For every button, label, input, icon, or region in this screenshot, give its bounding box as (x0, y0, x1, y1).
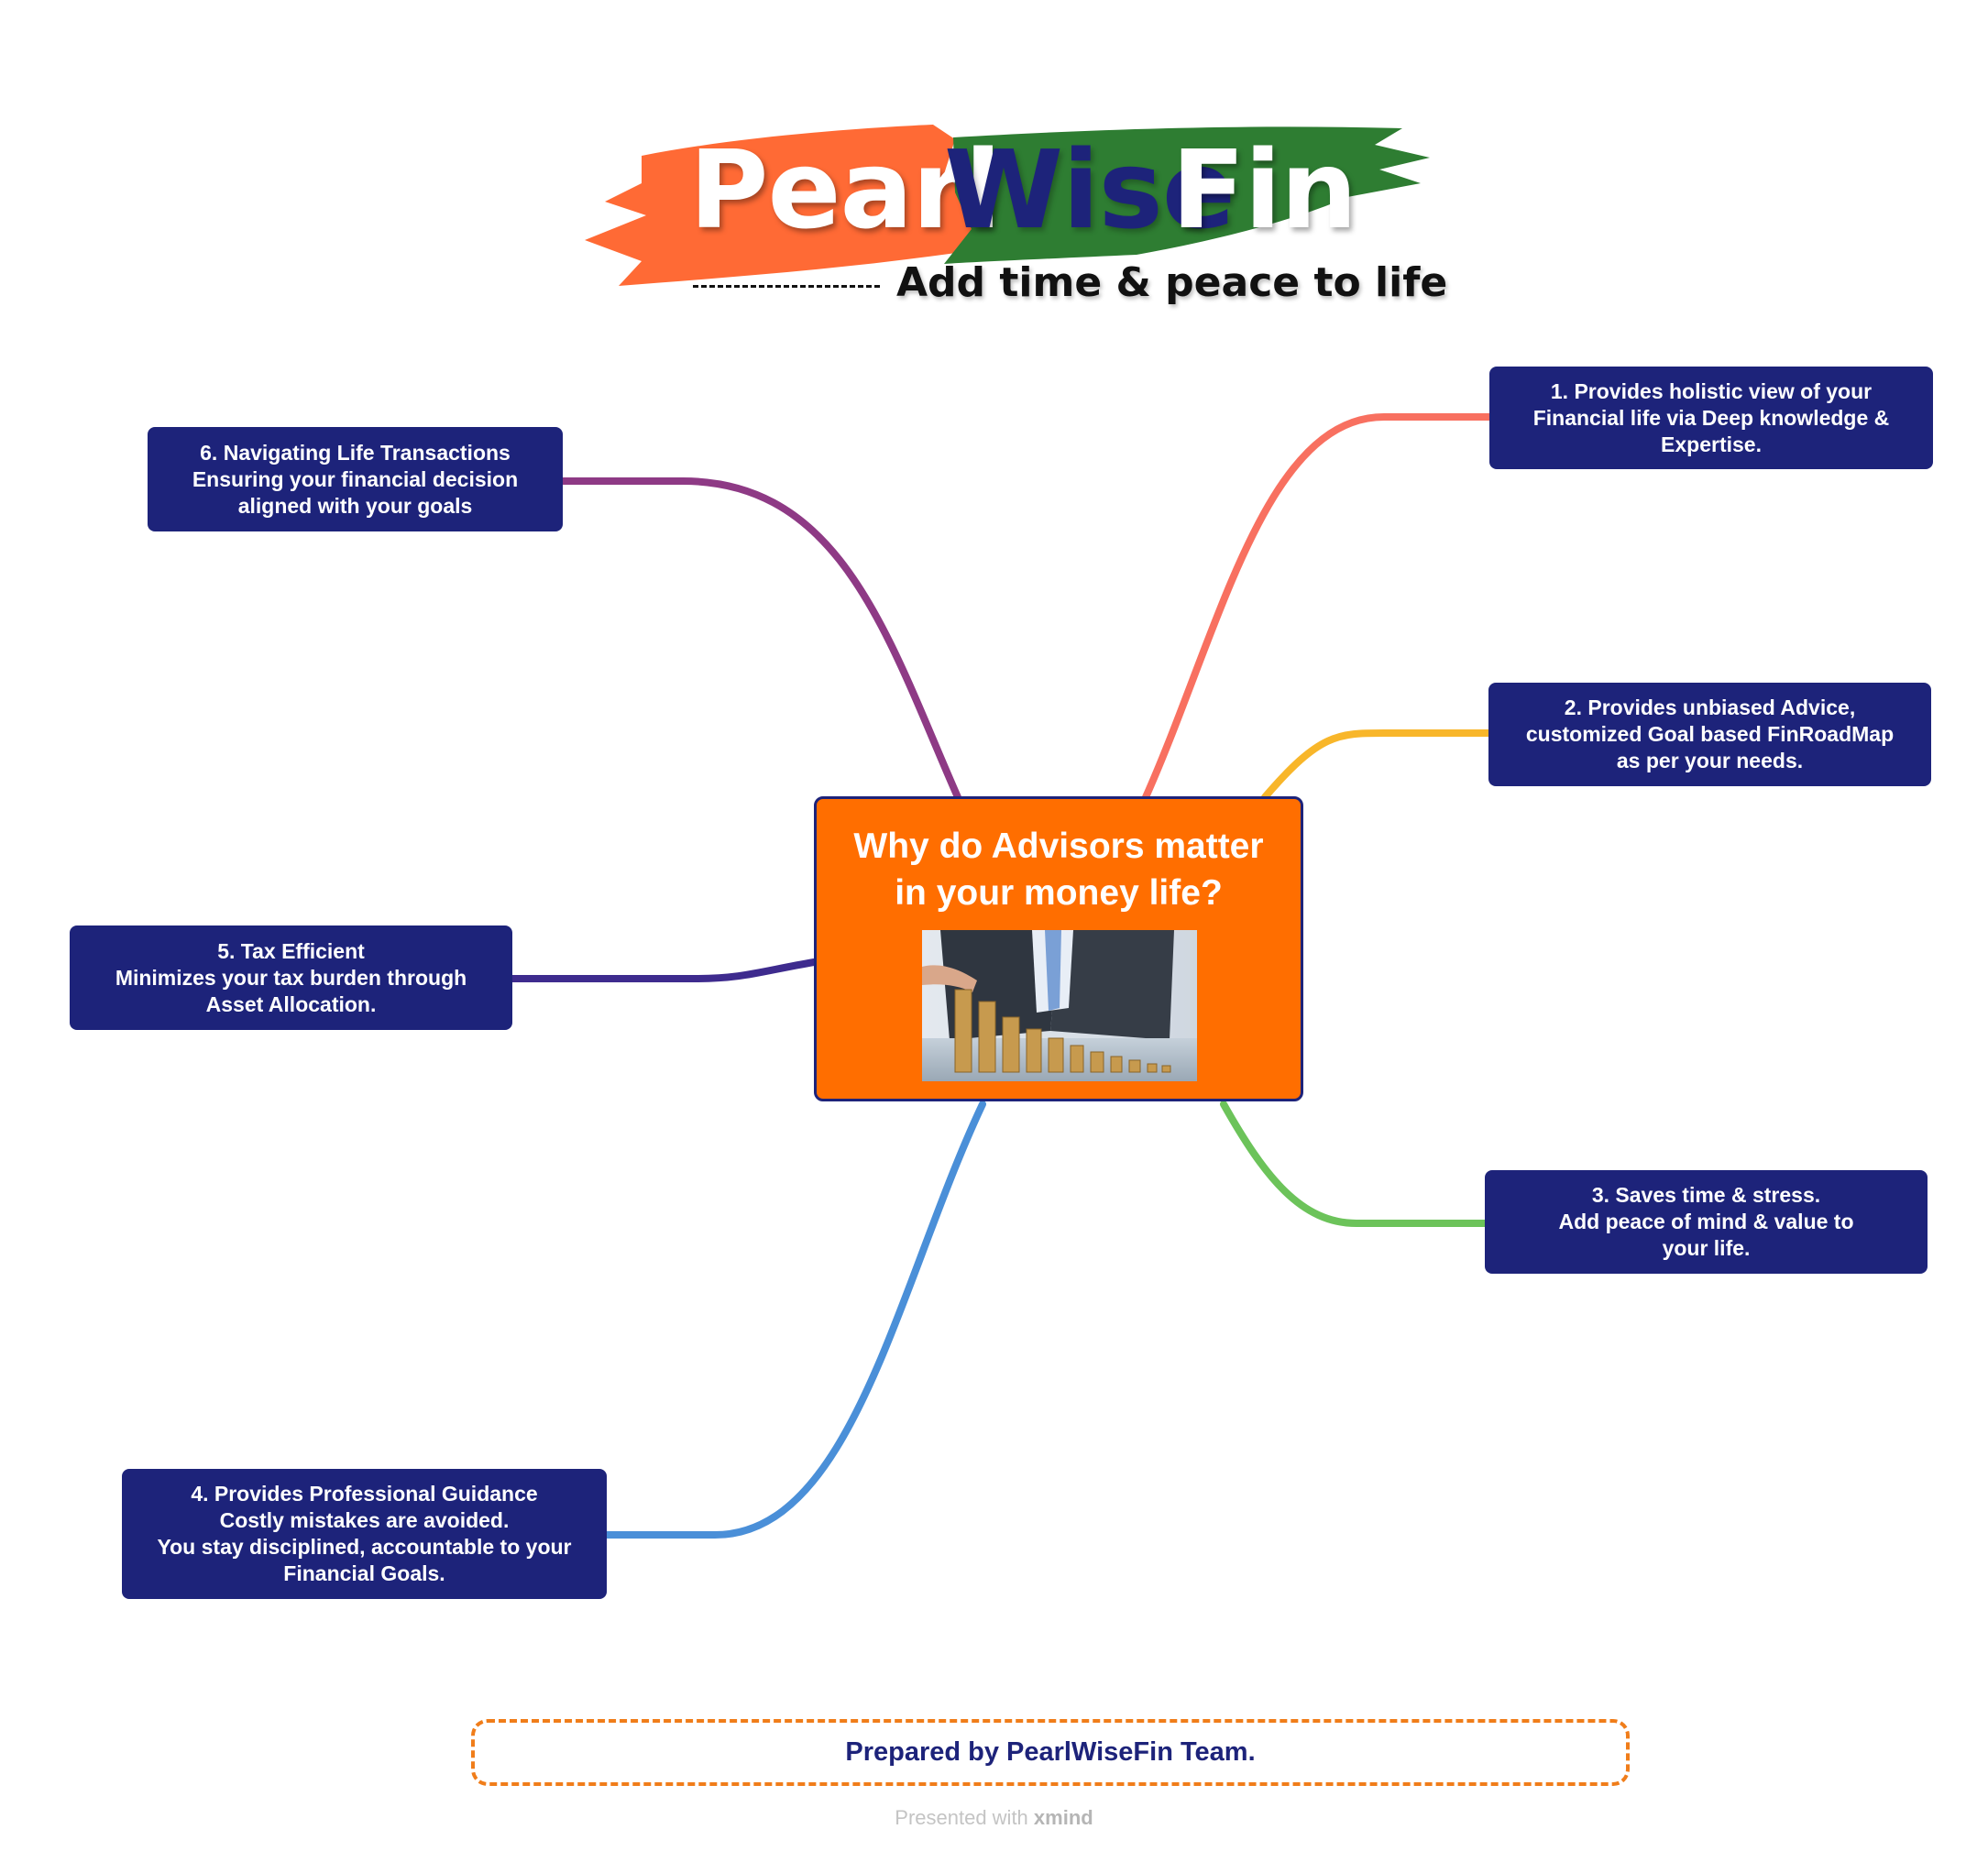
branch-line-1 (1142, 413, 1493, 801)
brand-word-pearl: Pearl (689, 126, 1002, 253)
branch-line-2 (1261, 729, 1492, 801)
tagline-dash-rule (693, 285, 880, 288)
topic-line: Expertise. (1661, 432, 1762, 456)
topic-line: 6. Navigating Life Transactions (200, 440, 511, 465)
topic-line: Financial life via Deep knowledge & (1532, 405, 1890, 430)
topic-line: 1. Provides holistic view of your (1550, 378, 1873, 403)
topic-line: Financial Goals. (283, 1561, 445, 1585)
brand-word-wise: Wise (944, 126, 1236, 253)
topic-line: 5. Tax Efficient (217, 938, 365, 963)
topic-1-holistic-view[interactable]: 1. Provides holistic view of your Financ… (1489, 367, 1933, 469)
xmind-logo-text[interactable]: xmind (1033, 1806, 1093, 1829)
central-title-line: Why do Advisors matter (853, 827, 1264, 866)
branch-line-4 (603, 1101, 986, 1539)
topic-line: 3. Saves time & stress. (1591, 1183, 1821, 1207)
topic-line: 4. Provides Professional Guidance (191, 1482, 538, 1506)
central-topic[interactable]: Why do Advisors matter in your money lif… (814, 796, 1303, 1101)
topic-line: Minimizes your tax burden through (115, 965, 467, 990)
branch-line-6 (557, 477, 961, 801)
branch-line-5 (508, 958, 818, 982)
topic-3-saves-time[interactable]: 3. Saves time & stress. Add peace of min… (1485, 1170, 1928, 1274)
businessman-stacking-coins-image (922, 930, 1197, 1081)
topic-line: as per your needs. (1616, 749, 1804, 772)
branch-line-3 (1220, 1101, 1488, 1227)
topic-line: Add peace of mind & value to (1558, 1210, 1854, 1233)
topic-line: your life. (1662, 1236, 1751, 1260)
topic-line: customized Goal based FinRoadMap (1525, 722, 1895, 746)
topic-line: Costly mistakes are avoided. (219, 1508, 510, 1532)
topic-line: Asset Allocation. (205, 991, 377, 1016)
topic-line: aligned with your goals (237, 493, 473, 518)
footer-text: Prepared by PearlWiseFin Team. (845, 1737, 1256, 1767)
topic-5-tax-efficient[interactable]: 5. Tax Efficient Minimizes your tax burd… (70, 926, 512, 1030)
topic-line: You stay disciplined, accountable to you… (157, 1535, 572, 1559)
central-topic-title: Why do Advisors matter in your money lif… (817, 823, 1301, 916)
topic-2-unbiased-advice[interactable]: 2. Provides unbiased Advice, customized … (1488, 683, 1931, 786)
credit-prefix: Presented with (895, 1806, 1028, 1829)
presented-with-credit: Presented with xmind (0, 1806, 1988, 1830)
topic-4-professional-guidance[interactable]: 4. Provides Professional Guidance Costly… (122, 1469, 607, 1599)
topic-6-life-transactions[interactable]: 6. Navigating Life Transactions Ensuring… (148, 427, 563, 531)
orange-brush-stroke (585, 125, 1004, 286)
topic-line: Ensuring your financial decision (192, 466, 519, 491)
brush-stroke-logo-background (585, 125, 1430, 286)
footer-callout[interactable]: Prepared by PearlWiseFin Team. (471, 1719, 1630, 1786)
tagline: Add time & peace to life (896, 259, 1448, 306)
brand-word-fin: Fin (1171, 126, 1357, 253)
topic-line: 2. Provides unbiased Advice, (1564, 695, 1856, 719)
central-title-line: in your money life? (895, 873, 1223, 913)
green-brush-stroke (944, 126, 1430, 264)
